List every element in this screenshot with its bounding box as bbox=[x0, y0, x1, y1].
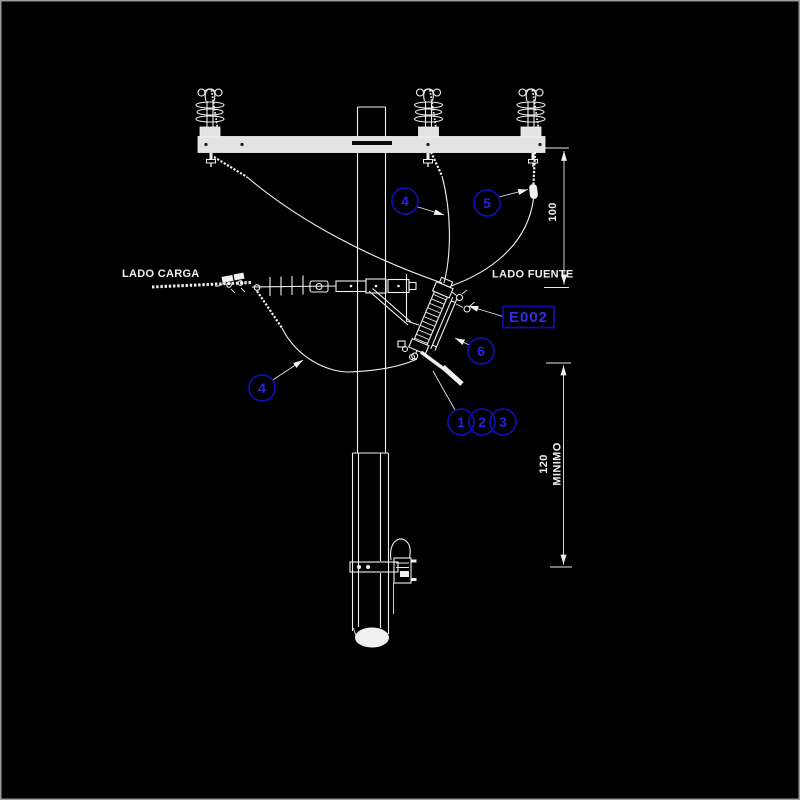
load-side-assembly bbox=[151, 272, 420, 326]
jumper-wire-right bbox=[450, 198, 535, 287]
arrester-bracket-assembly bbox=[309, 278, 417, 294]
cutout-bottom-hardware bbox=[397, 340, 416, 361]
fuse-cutout bbox=[397, 276, 475, 386]
crossarm-bolt-dot bbox=[240, 142, 244, 147]
callout-4-upper: 4 bbox=[391, 187, 445, 216]
pole-band-clamp bbox=[349, 561, 399, 573]
utility-pole bbox=[351, 106, 390, 648]
callout-2: 2 bbox=[478, 414, 486, 430]
svg-text:6: 6 bbox=[477, 343, 485, 359]
svg-text:4: 4 bbox=[258, 380, 266, 396]
deadend-clamp bbox=[214, 272, 246, 294]
fuse-tube bbox=[430, 296, 458, 351]
svg-text:5: 5 bbox=[483, 195, 491, 211]
callout-4-lower: 4 bbox=[248, 359, 304, 402]
crossarm-bolt-dot bbox=[426, 142, 430, 147]
crossarm-underbolt bbox=[205, 151, 217, 169]
crossarm-underbolt bbox=[422, 151, 434, 169]
jumper-wires bbox=[213, 151, 538, 373]
reference-tag-text: E002 bbox=[509, 309, 548, 326]
callout-1: 1 bbox=[457, 414, 465, 430]
crossarm-bolt-dot bbox=[204, 142, 208, 147]
crossarm bbox=[197, 136, 546, 153]
jumper-wire-left bbox=[213, 156, 248, 178]
jumper-wire-right bbox=[532, 151, 537, 185]
jumper-wire-middle bbox=[430, 151, 443, 177]
pole-slot bbox=[352, 141, 392, 145]
callout-6: 6 bbox=[454, 337, 495, 365]
svg-text:4: 4 bbox=[401, 193, 409, 209]
conductor-load-side bbox=[151, 281, 253, 289]
jumper-wire-middle bbox=[441, 175, 450, 284]
dimension-100-text: 100 bbox=[547, 202, 559, 222]
dimension-120-text: 120 bbox=[538, 454, 550, 474]
reference-tag-e002: E002 bbox=[468, 305, 555, 329]
crossarm-underbolt bbox=[527, 151, 539, 169]
dimension-minimo-text: MINIMO bbox=[552, 442, 564, 485]
splice-sleeve bbox=[529, 184, 538, 199]
load-jumper-wire bbox=[281, 327, 418, 373]
jumper-wire-left bbox=[246, 176, 443, 284]
crossarm-bolt-dot bbox=[538, 142, 542, 147]
dimension-100: 100 bbox=[544, 147, 569, 288]
fuse-link bbox=[419, 350, 464, 386]
label-lado-fuente: LADO FUENTE bbox=[492, 269, 574, 281]
label-lado-carga: LADO CARGA bbox=[122, 268, 200, 280]
pole-butt bbox=[355, 627, 389, 648]
ground-device bbox=[389, 538, 417, 614]
mounting-bracket bbox=[368, 274, 420, 326]
pin-insulator-right bbox=[516, 88, 546, 138]
pin-insulator-middle bbox=[413, 88, 444, 138]
loadbreak-hooks bbox=[451, 289, 475, 313]
callout-1-2-3: 1 2 3 bbox=[432, 370, 517, 436]
callout-3: 3 bbox=[499, 414, 507, 430]
callout-5: 5 bbox=[473, 189, 529, 217]
load-jumper-wire bbox=[256, 290, 283, 329]
suspension-insulator-string bbox=[251, 275, 337, 296]
pin-insulator-left bbox=[195, 88, 225, 138]
dimension-120-minimo: 120 MINIMO bbox=[538, 362, 572, 568]
